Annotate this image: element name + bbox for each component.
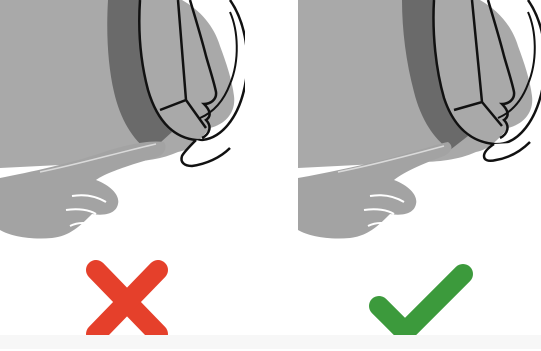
check-stroke — [379, 274, 463, 332]
check-icon — [367, 260, 457, 346]
face-mask-side-view-correct — [298, 0, 541, 249]
bottom-strip — [0, 335, 541, 349]
mask-chin-edge — [484, 142, 530, 161]
cross-icon — [82, 260, 172, 346]
face-mask-side-view-incorrect — [0, 0, 245, 249]
correct-technique-illustration — [298, 0, 541, 249]
incorrect-technique-illustration — [0, 0, 245, 249]
